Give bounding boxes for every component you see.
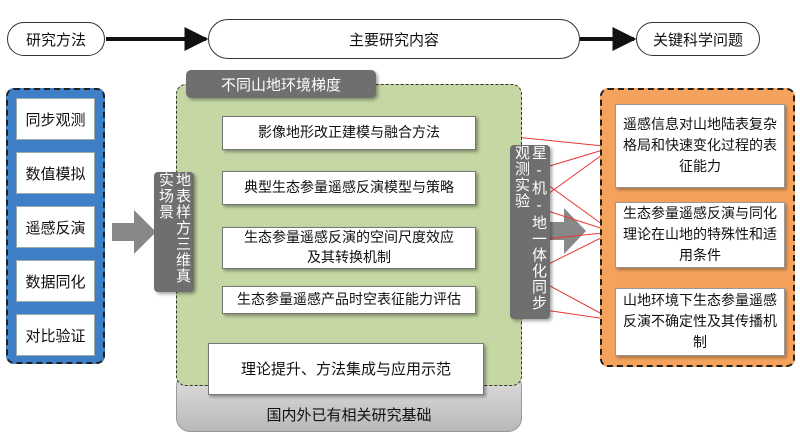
vertical-label-field-scene: 地表样方三维真实场景 <box>154 172 194 292</box>
questions-panel: 遥感信息对山地陆表复杂格局和快速变化过程的表征能力 生态参量遥感反演与同化理论在… <box>600 88 795 367</box>
methods-panel: 同步观测 数值模拟 遥感反演 数据同化 对比验证 <box>6 88 105 364</box>
content-product-evaluation: 生态参量遥感产品时空表征能力评估 <box>222 286 476 314</box>
center-panel-title: 不同山地环境梯度 <box>186 70 376 98</box>
method-numerical-simulation: 数值模拟 <box>16 152 95 194</box>
gray-arrow-left <box>112 210 156 254</box>
header-questions: 关键科学问题 <box>636 22 760 56</box>
method-data-assimilation: 数据同化 <box>16 260 95 302</box>
content-scale-effect: 生态参量遥感反演的空间尺度效应及其转换机制 <box>222 227 476 269</box>
question-assimilation-theory: 生态参量遥感反演与同化理论在山地的特殊性和适用条件 <box>615 202 785 268</box>
question-uncertainty: 山地环境下生态参量遥感反演不确定性及其传播机制 <box>615 288 785 356</box>
method-sync-observation: 同步观测 <box>16 98 95 140</box>
question-representation-ability: 遥感信息对山地陆表复杂格局和快速变化过程的表征能力 <box>615 104 785 188</box>
header-methods: 研究方法 <box>7 22 105 56</box>
content-terrain-correction: 影像地形改正建模与融合方法 <box>222 116 476 150</box>
vertical-label-sync-experiment: 星-机-地一体化同步观测实验 <box>510 145 550 319</box>
theory-box: 理论提升、方法集成与应用示范 <box>208 343 484 395</box>
content-inversion-model: 典型生态参量遥感反演模型与策略 <box>222 171 476 205</box>
header-content: 主要研究内容 <box>208 19 580 59</box>
method-remote-sensing-inversion: 遥感反演 <box>16 206 95 248</box>
method-comparison-validation: 对比验证 <box>16 314 95 356</box>
